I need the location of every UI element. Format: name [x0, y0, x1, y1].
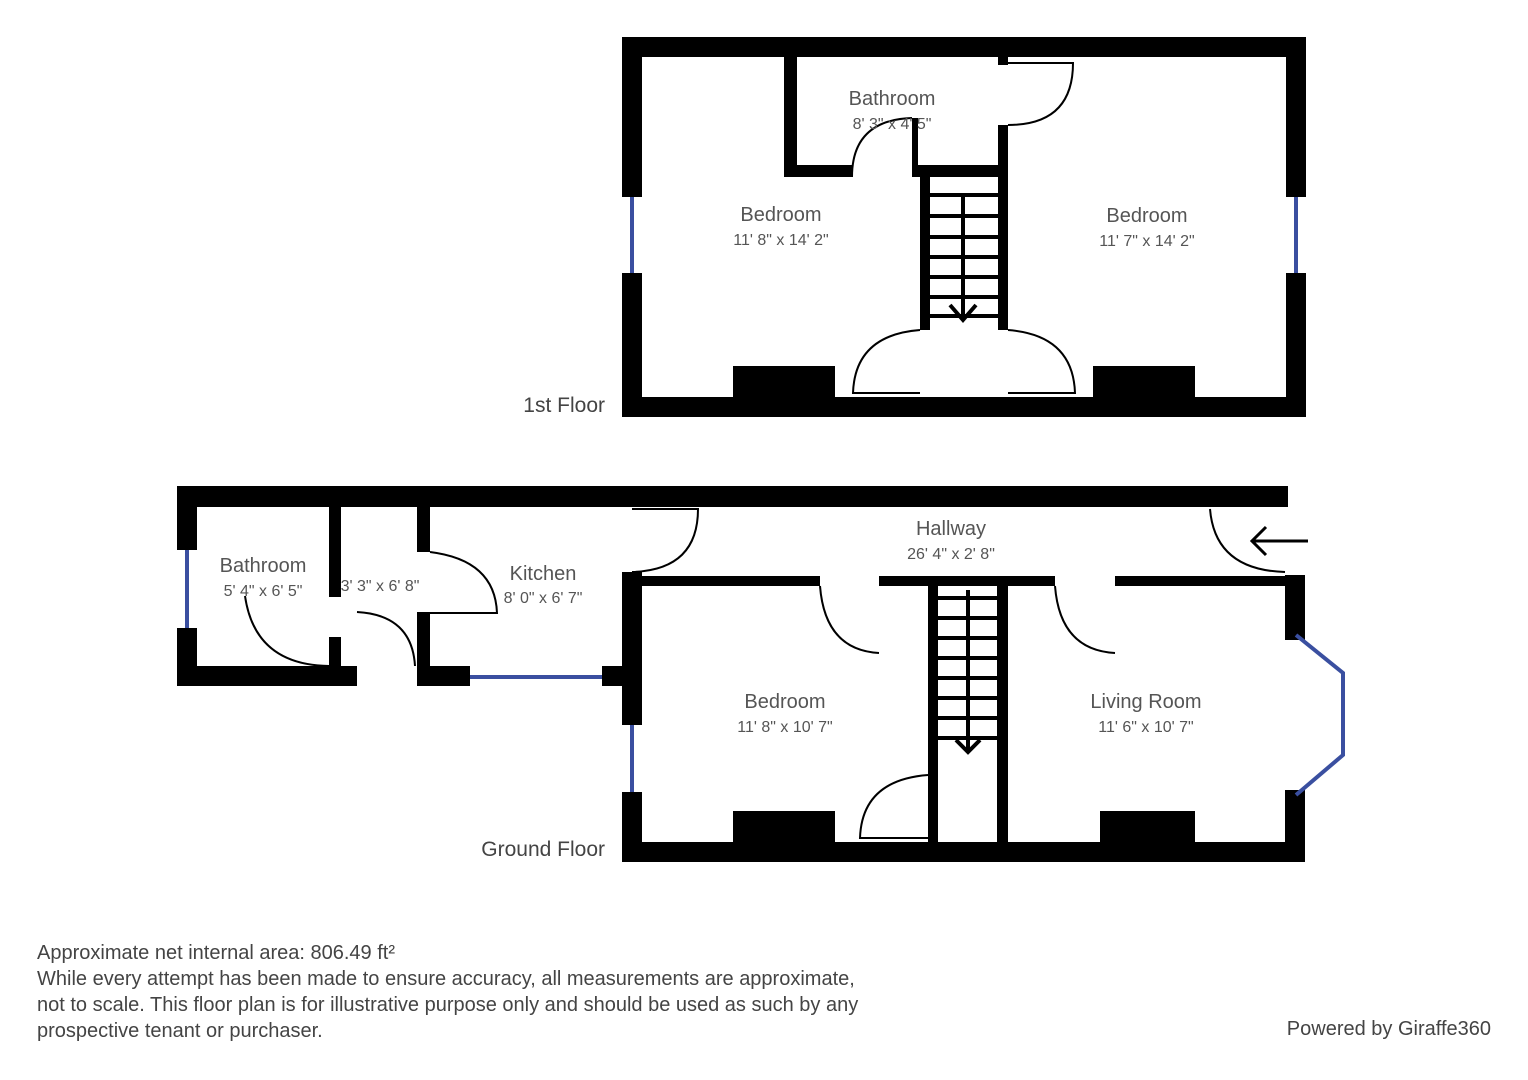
wall	[1285, 575, 1305, 640]
room-dimensions: 11' 8" x 10' 7"	[737, 719, 832, 736]
room-dimensions: 3' 3" x 6' 8"	[341, 578, 420, 595]
first-floor-plan	[622, 37, 1306, 417]
wall	[1286, 37, 1306, 197]
wall	[622, 37, 642, 197]
wall	[622, 576, 820, 586]
wall	[329, 507, 341, 597]
staircase	[938, 590, 997, 755]
wall	[177, 486, 197, 550]
chimney-breast	[1100, 811, 1195, 842]
wall	[928, 586, 938, 842]
wall	[622, 273, 642, 417]
room-name: Hallway	[916, 518, 986, 540]
wall	[329, 637, 341, 667]
room-dimensions: 11' 7" x 14' 2"	[1099, 233, 1194, 250]
footer-notes: Approximate net internal area: 806.49 ft…	[37, 940, 858, 1044]
room-dimensions: 11' 6" x 10' 7"	[1098, 719, 1193, 736]
wall	[177, 666, 357, 686]
room-name: Living Room	[1090, 691, 1201, 713]
ground-floor-plan	[177, 486, 1345, 862]
wall	[912, 118, 918, 168]
net-area: Approximate net internal area: 806.49 ft…	[37, 942, 395, 964]
door-swings	[851, 62, 1077, 394]
disclaimer-line: prospective tenant or purchaser.	[37, 1020, 323, 1042]
powered-by: Powered by Giraffe360	[1286, 1018, 1491, 1040]
entrance-arrow-icon	[1249, 525, 1308, 557]
wall	[622, 37, 1306, 57]
room-dimensions: 8' 0" x 6' 7"	[504, 590, 583, 607]
disclaimer-line: While every attempt has been made to ens…	[37, 968, 855, 990]
door-swings	[244, 508, 1286, 839]
room-dimensions: 26' 4" x 2' 8"	[907, 546, 995, 563]
wall	[1286, 273, 1306, 417]
room-dimensions: 11' 8" x 14' 2"	[733, 232, 828, 249]
wall	[784, 57, 797, 177]
room-name: Bedroom	[740, 204, 821, 226]
wall	[879, 576, 1055, 586]
room-name: Kitchen	[510, 563, 577, 585]
wall	[622, 572, 642, 725]
room-dimensions: 5' 4" x 6' 5"	[224, 583, 303, 600]
chimney-breast	[733, 811, 835, 842]
wall	[912, 165, 1008, 177]
wall	[1115, 576, 1285, 586]
floor-label: 1st Floor	[523, 394, 605, 417]
room-name: Bedroom	[1106, 205, 1187, 227]
wall	[177, 486, 1288, 507]
wall	[417, 507, 430, 552]
chimney-breast	[733, 366, 835, 397]
wall	[622, 842, 1305, 862]
disclaimer-line: not to scale. This floor plan is for ill…	[37, 994, 859, 1016]
floor-label: Ground Floor	[481, 838, 605, 861]
staircase	[930, 193, 998, 324]
room-dimensions: 8' 3" x 4' 5"	[853, 116, 932, 133]
windows	[185, 550, 1345, 797]
wall	[920, 165, 930, 330]
wall	[417, 612, 430, 667]
room-name: Bathroom	[220, 555, 307, 577]
wall	[997, 586, 1008, 842]
wall	[998, 125, 1008, 330]
room-name: Bedroom	[744, 691, 825, 713]
wall	[784, 165, 852, 177]
wall	[998, 57, 1008, 65]
room-name: Bathroom	[849, 88, 936, 110]
wall	[417, 666, 470, 686]
chimney-breast	[1093, 366, 1195, 397]
wall	[622, 397, 1306, 417]
wall	[1285, 790, 1305, 862]
